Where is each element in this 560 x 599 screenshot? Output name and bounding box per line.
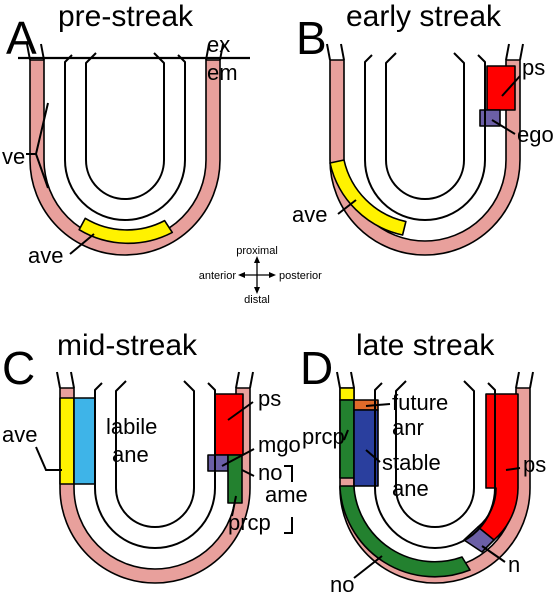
inner-wall-a [64, 54, 186, 221]
ego-leader [491, 119, 516, 135]
label-future-1: future [392, 390, 448, 415]
label-ps-c: ps [258, 386, 281, 411]
label-ps-b: ps [522, 55, 545, 80]
label-mgo: mgo [258, 432, 301, 457]
prcp-leader-c [231, 495, 237, 517]
ave-leader-a [69, 233, 95, 255]
ave-leader-c [35, 446, 62, 471]
label-ex: ex [207, 32, 230, 57]
label-labile-2: ane [112, 442, 149, 467]
label-em: em [207, 60, 238, 85]
n-leader [481, 545, 506, 563]
compass-proximal: proximal [236, 245, 278, 257]
mgo-c [207, 454, 229, 472]
neck-d [336, 371, 534, 389]
panel-letter-d: D [300, 342, 333, 394]
ave-leader-b [337, 199, 357, 215]
notochord-d [339, 485, 471, 578]
labile-ane-c [73, 397, 96, 485]
inner-wall-d [374, 382, 496, 549]
label-labile-1: labile [106, 414, 157, 439]
ave-band-b [329, 159, 407, 236]
label-stable-2: ane [392, 476, 429, 501]
neck-c [56, 371, 254, 389]
ame-bracket [284, 465, 293, 534]
neck-right-b [505, 43, 524, 61]
panel-letter-b: B [296, 12, 327, 64]
compass-distal: distal [244, 294, 270, 306]
neck-left-b [326, 43, 345, 61]
no-leader-d [353, 555, 383, 579]
ps-leader-b [501, 75, 521, 97]
epiblast-wall-c [115, 380, 195, 528]
embryo-b [326, 43, 524, 256]
panel-title-c: mid-streak [57, 329, 198, 362]
label-ave-b: ave [292, 202, 327, 227]
label-ame: ame [265, 482, 308, 507]
compass-posterior: posterior [279, 270, 322, 282]
visceral-endoderm-a [29, 59, 221, 256]
ave-band-d [339, 387, 355, 401]
ps-leader-d [505, 467, 521, 471]
node-d [463, 526, 495, 553]
epiblast-wall-b [385, 52, 465, 200]
epiblast-wall-d [395, 380, 475, 528]
label-prcp-c: prcp [228, 510, 271, 535]
orientation-compass: proximal distal anterior posterior [199, 245, 322, 306]
label-future-2: anr [392, 415, 424, 440]
label-ps-d: ps [523, 452, 546, 477]
label-stable-1: stable [382, 450, 441, 475]
label-n: n [508, 552, 520, 577]
no-leader-c [241, 469, 255, 477]
visceral-endoderm-c [59, 387, 251, 584]
panel-title-a: pre-streak [58, 0, 194, 33]
ve-leader-line [26, 102, 49, 189]
mgo-leader [221, 448, 255, 467]
embryo-d [336, 371, 534, 584]
panel-letter-a: A [6, 12, 37, 64]
embryo-a [18, 43, 250, 256]
compass-anterior: anterior [199, 270, 237, 282]
inner-wall-c [94, 382, 216, 549]
future-anr-leader [365, 403, 391, 407]
node-prcp-c [227, 454, 243, 504]
label-ave-c: ave [2, 422, 37, 447]
panel-title-b: early streak [346, 0, 502, 33]
label-no-d: no [330, 572, 354, 597]
panel-a: A pre-streak ex em ve ave [2, 0, 250, 268]
ave-band-a [78, 217, 174, 245]
label-ve: ve [2, 144, 25, 169]
primitive-streak-c [214, 393, 244, 456]
stable-ane-d [353, 409, 379, 487]
label-prcp-d: prcp [302, 424, 345, 449]
panel-c: C mid-streak ave labile ane ps mgo no am… [2, 329, 308, 584]
prcp-leader-d [343, 429, 349, 441]
label-ave-a: ave [28, 243, 63, 268]
label-no-c: no [258, 460, 282, 485]
panel-title-d: late streak [356, 329, 495, 362]
panel-b: B early streak ps ego ave [292, 0, 554, 256]
stable-leader [365, 449, 381, 463]
panel-d: D late streak future anr prcp stable ane… [300, 329, 546, 597]
label-ego: ego [517, 122, 554, 147]
panel-letter-c: C [2, 342, 35, 394]
ps-leader-c [227, 401, 254, 421]
embryo-c [56, 371, 254, 584]
primitive-streak-b [486, 65, 516, 111]
inner-wall-b [364, 54, 486, 221]
epiblast-wall-a [85, 52, 165, 200]
ave-band-c [59, 397, 75, 485]
